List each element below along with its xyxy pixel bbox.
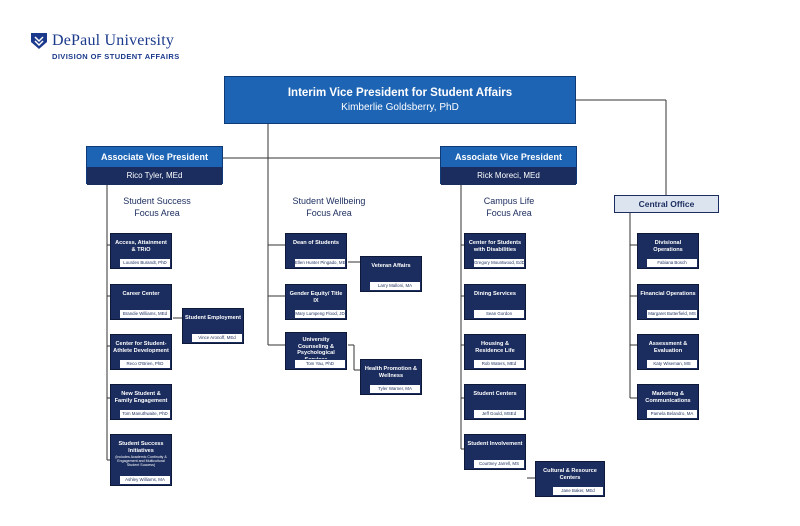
- unit-financial-operations: Financial Operations Margaret Butterfiel…: [637, 284, 699, 320]
- avp-left-name: Rico Tyler, MEd: [87, 167, 222, 185]
- unit-career-center: Career Center Brandie Williams, MEd: [110, 284, 172, 320]
- unit-university-counseling: University Counseling & Psychological Se…: [285, 332, 347, 370]
- unit-title: Center for Students with Disabilities: [468, 240, 522, 253]
- avp-left-title: Associate Vice President: [101, 152, 208, 162]
- unit-person: Lourdes Burandt, PhD: [119, 258, 171, 268]
- unit-title: Gender Equity/ Title IX: [289, 291, 343, 304]
- focus-area-wellbeing: Student Wellbeing Focus Area: [284, 196, 374, 219]
- unit-title: Student Success Initiatives: [118, 441, 164, 454]
- unit-veteran-affairs: Veteran Affairs Larry Malloni, MA: [360, 256, 422, 292]
- unit-person: Rob Waters, MEd: [473, 359, 525, 369]
- unit-person: Larry Malloni, MA: [369, 281, 421, 291]
- unit-student-involvement: Student Involvement Courtney Jarrell, MS: [464, 434, 526, 470]
- unit-note: (Includes Academic Continuity & Engageme…: [115, 455, 167, 468]
- unit-student-employment: Student Employment Vince Aronoff, MEd: [182, 308, 244, 344]
- unit-gender-equity: Gender Equity/ Title IX Mary Lumpeng Flo…: [285, 284, 347, 320]
- unit-person: Tom Yau, PhD: [294, 359, 346, 369]
- unit-divisional-operations: Divisional Operations Fabiana Bosch: [637, 233, 699, 269]
- unit-person: Katy Wiseman, MS: [646, 359, 698, 369]
- unit-student-success-initiatives: Student Success Initiatives (Includes Ac…: [110, 434, 172, 486]
- unit-students-disabilities: Center for Students with Disabilities Gr…: [464, 233, 526, 269]
- unit-person: Ellen Hunter Pingado, MEd: [294, 258, 346, 268]
- logo-division-name: DIVISION OF STUDENT AFFAIRS: [52, 52, 180, 61]
- unit-title: Assessment & Evaluation: [648, 341, 688, 354]
- focus-success-line1: Student Success: [123, 196, 191, 206]
- unit-title: Divisional Operations: [653, 240, 683, 253]
- unit-person: Margaret Butterfield, MS: [646, 309, 698, 319]
- unit-dining-services: Dining Services Sean Gordon: [464, 284, 526, 320]
- unit-person: Mary Lumpeng Flood, JD: [294, 309, 346, 319]
- unit-person: Tyler Warner, MA: [369, 384, 421, 394]
- focus-wellbeing-line1: Student Wellbeing: [292, 196, 366, 206]
- focus-campus-line2: Focus Area: [486, 207, 532, 218]
- unit-title: Career Center: [122, 291, 160, 297]
- unit-title: Student Employment: [185, 315, 241, 321]
- unit-new-student-family: New Student & Family Engagement Tom Manu…: [110, 384, 172, 420]
- unit-person: Jane Baker, MEd: [552, 486, 604, 496]
- unit-athlete-development: Center for Student-Athlete Development R…: [110, 334, 172, 370]
- unit-title: Marketing & Communications: [645, 391, 691, 404]
- unit-marketing-communications: Marketing & Communications Pamela Beland…: [637, 384, 699, 420]
- avp-right-title: Associate Vice President: [455, 152, 562, 162]
- avp-left-box: Associate Vice President Rico Tyler, MEd: [86, 146, 223, 185]
- unit-title: Veteran Affairs: [371, 263, 411, 269]
- unit-title: Center for Student-Athlete Development: [113, 341, 169, 354]
- unit-person: Vince Aronoff, MEd: [191, 333, 243, 343]
- focus-campus-line1: Campus Life: [483, 196, 535, 206]
- unit-access-attainment: Access, Attainment & TRiO Lourdes Burand…: [110, 233, 172, 269]
- unit-person: Sean Gordon: [473, 309, 525, 319]
- unit-person: Jeff Gould, MSEd: [473, 409, 525, 419]
- logo-university-name: DePaul University: [52, 32, 175, 49]
- unit-cultural-resource-centers: Cultural & Resource Centers Jane Baker, …: [535, 461, 605, 497]
- focus-area-campus: Campus Life Focus Area: [464, 196, 554, 219]
- unit-person: Fabiana Bosch: [646, 258, 698, 268]
- unit-dean-of-students: Dean of Students Ellen Hunter Pingado, M…: [285, 233, 347, 269]
- depaul-logo: DePaul University DIVISION OF STUDENT AF…: [30, 30, 230, 66]
- focus-wellbeing-line2: Focus Area: [306, 207, 352, 218]
- unit-person: Pamela Belandro, MA: [646, 409, 698, 419]
- unit-student-centers: Student Centers Jeff Gould, MSEd: [464, 384, 526, 420]
- unit-title: Cultural & Resource Centers: [543, 468, 597, 481]
- unit-person: Gregory Mountwood, EdD: [473, 258, 525, 268]
- shield-logo-icon: [31, 33, 47, 49]
- vice-president-box: Interim Vice President for Student Affai…: [224, 76, 576, 124]
- unit-person: Reco O'Brien, PhD: [119, 359, 171, 369]
- unit-assessment-evaluation: Assessment & Evaluation Katy Wiseman, MS: [637, 334, 699, 370]
- unit-person: Tom Manuthwaite, PhD: [119, 409, 171, 419]
- unit-title: Dining Services: [474, 291, 516, 297]
- unit-person: Brandie Williams, MEd: [119, 309, 171, 319]
- unit-person: Ashley Williams, MA: [119, 475, 171, 485]
- unit-title: Health Promotion & Wellness: [364, 366, 418, 379]
- unit-title: Access, Attainment & TRiO: [115, 240, 167, 253]
- avp-right-box: Associate Vice President Rick Moreci, ME…: [440, 146, 577, 185]
- unit-title: Dean of Students: [293, 240, 339, 246]
- vp-title: Interim Vice President for Student Affai…: [287, 87, 513, 99]
- vp-name: Kimberlie Goldsberry, PhD: [341, 102, 459, 113]
- unit-health-promotion: Health Promotion & Wellness Tyler Warner…: [360, 359, 422, 395]
- unit-person: Courtney Jarrell, MS: [473, 459, 525, 469]
- unit-housing-residence: Housing & Residence Life Rob Waters, MEd: [464, 334, 526, 370]
- unit-title: Student Involvement: [467, 441, 523, 447]
- unit-title: Student Centers: [473, 391, 517, 397]
- unit-title: New Student & Family Engagement: [114, 391, 168, 404]
- central-office-box: Central Office: [614, 195, 719, 213]
- focus-success-line2: Focus Area: [134, 207, 180, 218]
- unit-title: Housing & Residence Life: [475, 341, 515, 354]
- avp-right-name: Rick Moreci, MEd: [441, 167, 576, 185]
- unit-title: Financial Operations: [640, 291, 696, 297]
- focus-area-success: Student Success Focus Area: [112, 196, 202, 219]
